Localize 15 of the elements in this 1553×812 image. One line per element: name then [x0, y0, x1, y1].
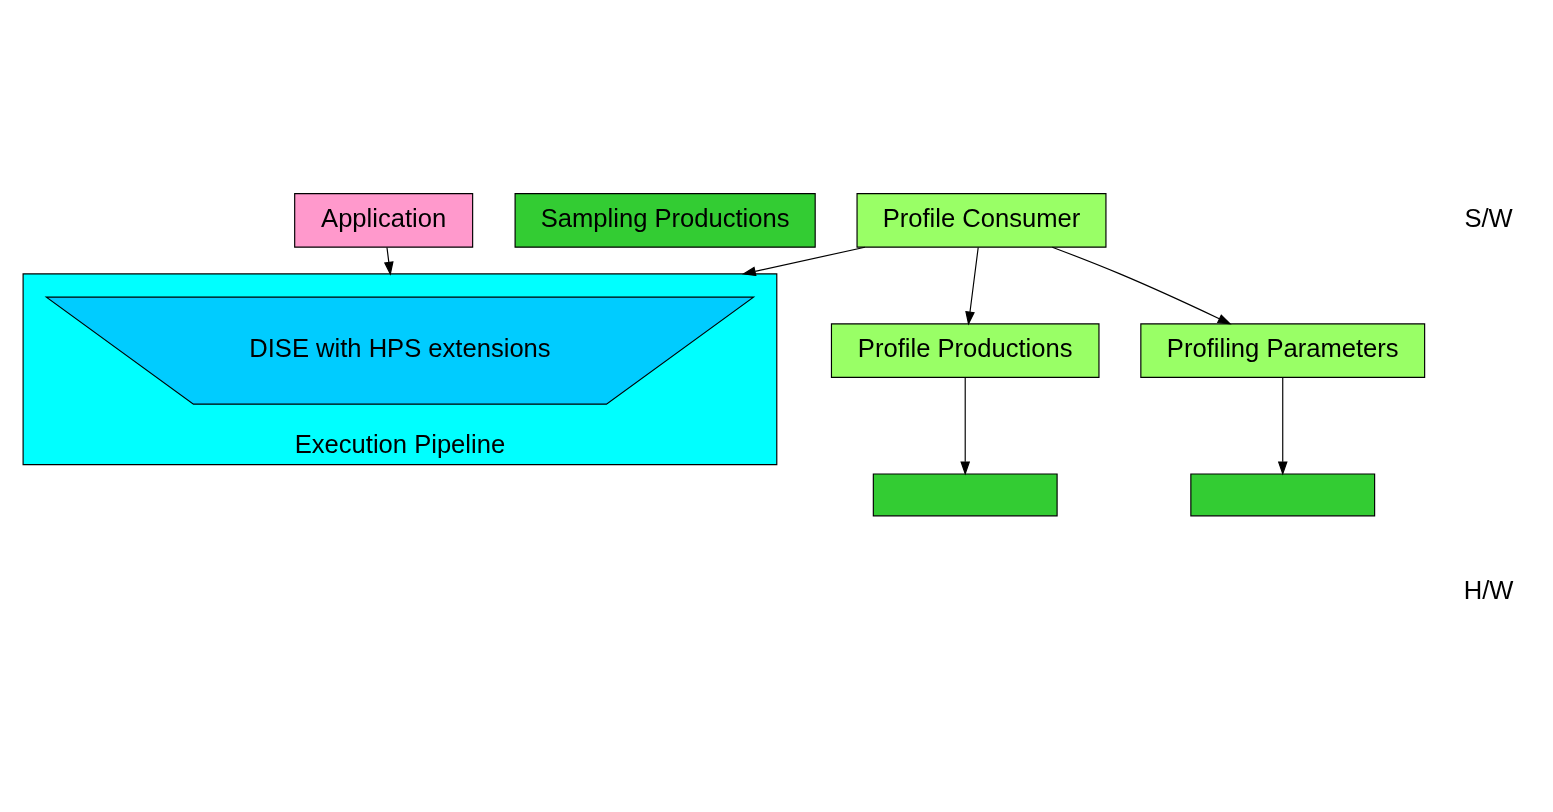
arrow: [383, 246, 394, 276]
arrow: [960, 376, 971, 475]
node-box: Application: [294, 192, 474, 248]
arrow: [1051, 246, 1232, 325]
node-box: Profiling Parameters: [1140, 322, 1426, 378]
node-box: [1190, 472, 1376, 516]
label: H/W: [1463, 575, 1514, 604]
arrow: [965, 246, 979, 325]
arrow: [1277, 376, 1288, 475]
arrow: [741, 246, 866, 276]
node-box: Profile Consumer: [856, 192, 1107, 248]
node-box: Profile Productions: [830, 322, 1100, 378]
node-box: Sampling Productions: [514, 192, 816, 248]
label: S/W: [1464, 203, 1513, 232]
node-box: [872, 472, 1058, 516]
